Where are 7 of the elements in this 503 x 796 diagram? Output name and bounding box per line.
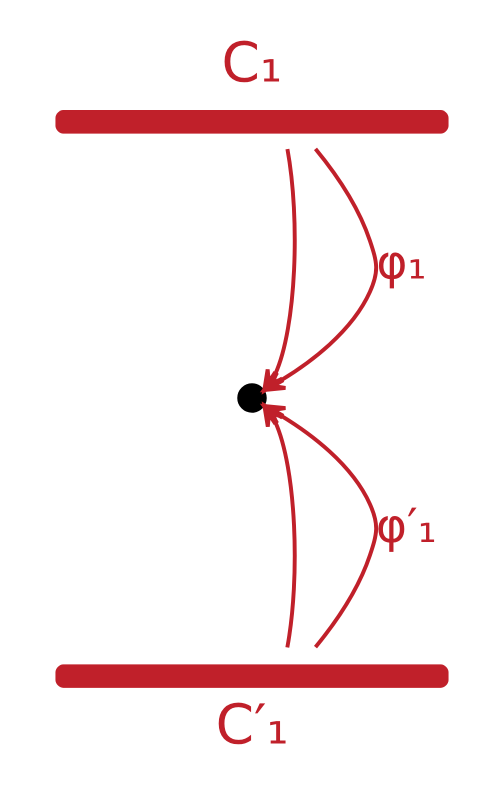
edge-label: φ′₁: [375, 498, 436, 554]
node-label: C₁: [221, 30, 282, 94]
node-circle: [236, 383, 266, 413]
edge-label: φ₁: [376, 235, 426, 290]
node-box: [54, 110, 448, 134]
node-label: C′₁: [215, 692, 288, 757]
node-box: [54, 664, 448, 688]
